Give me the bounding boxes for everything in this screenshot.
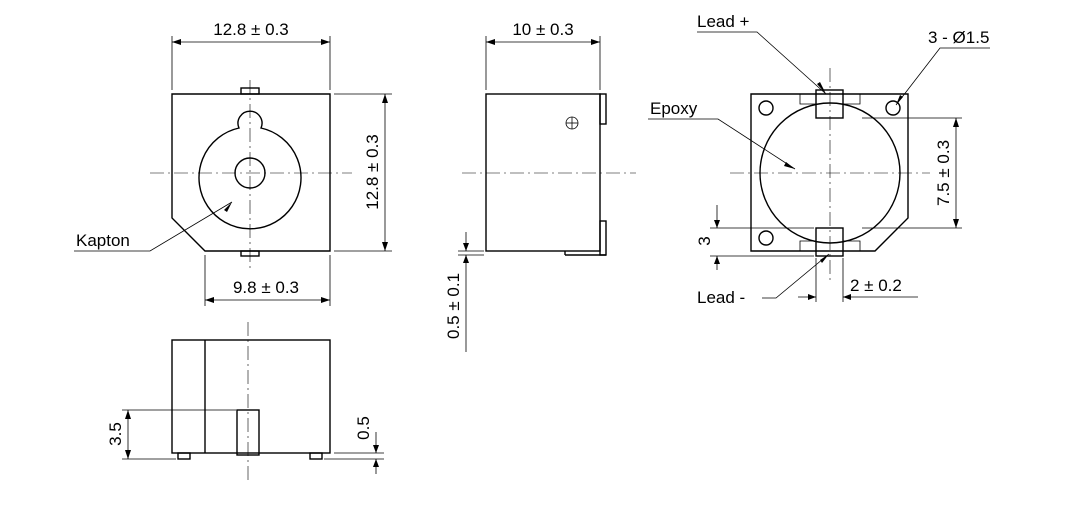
front-view: 12.8 ± 0.3 12.8 ± 0.3 9.8 ± 0.3 Kapton (74, 20, 392, 306)
lower-view: 3.5 0.5 (106, 322, 384, 482)
bottom-view-inner-frame (799, 94, 861, 105)
bottom-offset-dim: 3 (695, 236, 714, 245)
lower-view-body (171, 339, 331, 454)
side-width-dim: 10 ± 0.3 (512, 20, 573, 39)
front-height-dim: 12.8 ± 0.3 (363, 134, 382, 210)
lead-minus-leader (762, 253, 830, 299)
epoxy-leader (648, 118, 796, 170)
lead-minus-label: Lead - (697, 288, 745, 307)
bottom-view-body (750, 93, 909, 252)
side-view-bottom-terminal (599, 220, 607, 256)
kapton-label: Kapton (76, 231, 130, 250)
lower-view-foot-right (309, 452, 323, 460)
lower-standoff-dim: 0.5 (354, 416, 373, 440)
front-view-body (171, 93, 331, 252)
lead-plus-leader (697, 31, 827, 95)
front-width-dim: 12.8 ± 0.3 (213, 20, 289, 39)
side-view-body (485, 93, 601, 252)
bottom-view: Lead + 3 - Ø1.5 Epoxy 7.5 ± 0.3 3 2 ± 0.… (648, 12, 990, 307)
side-view-top-terminal (599, 93, 607, 125)
kapton-leader (74, 201, 233, 252)
side-view: 10 ± 0.3 0.5 ± 0.1 (444, 20, 636, 352)
lead-width-dim: 2 ± 0.2 (850, 276, 902, 295)
hole-dim: 3 - Ø1.5 (928, 28, 989, 47)
lower-view-foot-left (177, 452, 191, 460)
lower-lead-height-dim: 3.5 (106, 422, 125, 446)
front-bottom-dim: 9.8 ± 0.3 (233, 278, 299, 297)
mounting-hole-top-right (885, 100, 901, 116)
mounting-hole-top-left (758, 100, 774, 116)
epoxy-label: Epoxy (650, 99, 698, 118)
bottom-height-dim: 7.5 ± 0.3 (934, 140, 953, 206)
mounting-hole-bottom-left (758, 230, 774, 246)
hole-leader (895, 47, 990, 106)
lead-minus-pad (815, 227, 844, 257)
lead-plus-pad (815, 89, 844, 119)
side-lead-thickness-dim: 0.5 ± 0.1 (444, 273, 463, 339)
lead-plus-label: Lead + (697, 12, 750, 31)
